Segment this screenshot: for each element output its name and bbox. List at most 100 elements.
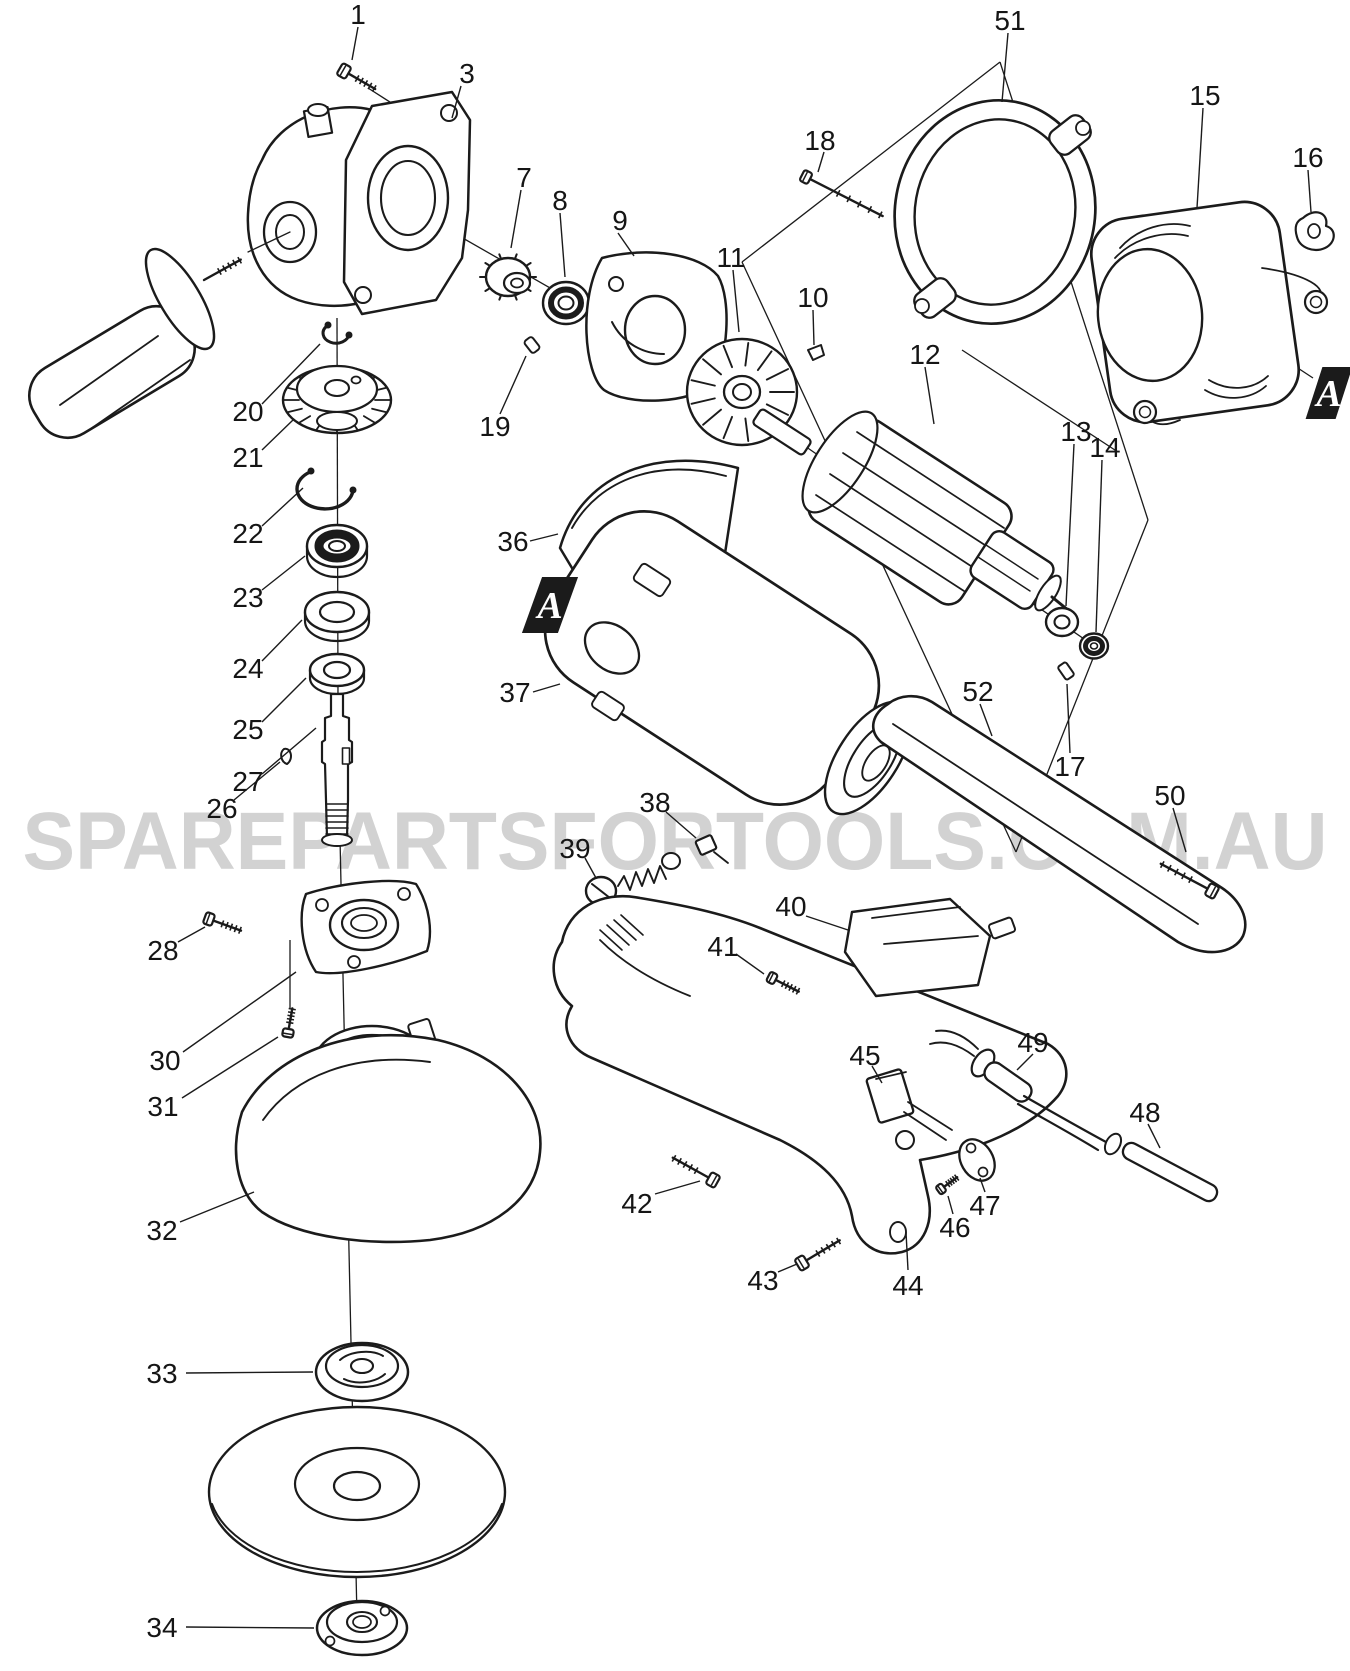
- leader-line: [499, 355, 527, 415]
- leader-line: [510, 189, 522, 249]
- leader-line: [979, 703, 993, 737]
- part-number-label: 8: [552, 185, 568, 216]
- part-number-label: 37: [499, 677, 530, 708]
- section-marker-letter: A: [1314, 373, 1341, 415]
- construction-line: [741, 61, 1001, 263]
- part-24: [303, 590, 371, 643]
- leader-line: [261, 727, 317, 775]
- part-15: [1089, 200, 1329, 426]
- leader-line: [812, 309, 815, 346]
- part-number-label: 51: [994, 5, 1025, 36]
- parts-layer: [28, 62, 1335, 1657]
- leader-line: [665, 811, 697, 839]
- part-number-label: 30: [149, 1045, 180, 1076]
- leader-line: [1001, 32, 1009, 103]
- leader-line: [947, 1195, 954, 1215]
- part-49: [929, 1029, 1108, 1152]
- leader-line: [871, 1065, 883, 1084]
- part-number-label: 39: [559, 833, 590, 864]
- construction-line: [961, 349, 1119, 453]
- part-38: [694, 834, 729, 864]
- leader-line: [182, 971, 297, 1053]
- part-44: [552, 895, 1068, 1255]
- part-number-label: 28: [147, 935, 178, 966]
- part-19: [523, 336, 541, 354]
- part-number-label: 18: [804, 125, 835, 156]
- part-number-label: 21: [232, 442, 263, 473]
- part-number-label: 12: [909, 339, 940, 370]
- part-14: [1078, 632, 1110, 660]
- part-number-label: 7: [516, 162, 532, 193]
- leader-line: [654, 1180, 701, 1195]
- leader-line: [261, 419, 294, 451]
- leader-line: [261, 555, 306, 591]
- leader-line: [1147, 1123, 1161, 1149]
- part-48: [1103, 1132, 1219, 1203]
- leader-line: [1066, 683, 1071, 754]
- leader-line: [1095, 459, 1103, 633]
- part-17: [1057, 661, 1075, 681]
- part-number-label: 40: [775, 891, 806, 922]
- part-16: [1294, 211, 1335, 252]
- part-number-label: 32: [146, 1215, 177, 1246]
- part-45: [865, 1068, 953, 1141]
- leader-line: [1196, 107, 1204, 209]
- part-number-label: 24: [232, 653, 263, 684]
- part-number-label: 50: [1154, 780, 1185, 811]
- part-number-label: 19: [479, 411, 510, 442]
- leader-line: [805, 915, 849, 931]
- part-27: [320, 692, 354, 847]
- part-number-label: 26: [206, 793, 237, 824]
- part-number-label: 25: [232, 714, 263, 745]
- leader-line: [532, 683, 561, 693]
- part-number-label: 14: [1089, 432, 1120, 463]
- leader-line: [181, 1036, 279, 1099]
- part-number-label: 10: [797, 282, 828, 313]
- part-number-label: 23: [232, 582, 263, 613]
- part-42: [671, 1154, 721, 1189]
- part-32: [234, 1018, 542, 1244]
- leader-line: [817, 151, 825, 173]
- leader-line: [261, 487, 304, 527]
- part-number-label: 20: [232, 396, 263, 427]
- part-20: [321, 321, 353, 345]
- part-34: [315, 1599, 409, 1657]
- leader-line: [777, 1263, 798, 1273]
- leader-line: [735, 953, 765, 975]
- leader-line: [559, 212, 566, 278]
- part-43: [794, 1237, 842, 1272]
- section-marker-box: [1305, 367, 1350, 419]
- leader-line: [617, 232, 635, 257]
- leader-line: [979, 1177, 986, 1193]
- part-number-label: 22: [232, 518, 263, 549]
- part-30: [300, 879, 432, 975]
- part-10: [807, 344, 825, 361]
- part-number-label: 41: [707, 931, 738, 962]
- part-number-label: 11: [716, 242, 745, 273]
- leader-lines: [177, 26, 1312, 1629]
- leader-line: [905, 1231, 909, 1271]
- leader-line: [924, 366, 935, 425]
- leader-line: [529, 533, 559, 542]
- part-41: [765, 971, 801, 995]
- part-47: [958, 1138, 996, 1182]
- part-51: [893, 98, 1097, 326]
- part-number-label: 33: [146, 1358, 177, 1389]
- leader-line: [261, 677, 307, 723]
- part-number-label: 52: [962, 676, 993, 707]
- section-marker-box: [521, 577, 579, 633]
- part-number-label: 42: [621, 1188, 652, 1219]
- part-number-label: 34: [146, 1612, 177, 1643]
- part-number-label: 9: [612, 205, 628, 236]
- leader-line: [584, 857, 597, 879]
- part-number-label: 15: [1189, 80, 1220, 111]
- leader-line: [177, 926, 206, 943]
- part-number-labels: 1378919202122232425272651181516111012131…: [146, 0, 1323, 1643]
- part-23: [305, 523, 369, 579]
- part-28: [202, 911, 243, 934]
- part-50: [1159, 861, 1220, 900]
- part-number-label: 31: [147, 1091, 178, 1122]
- part-number-label: 36: [497, 526, 528, 557]
- section-marker: A: [1305, 367, 1350, 419]
